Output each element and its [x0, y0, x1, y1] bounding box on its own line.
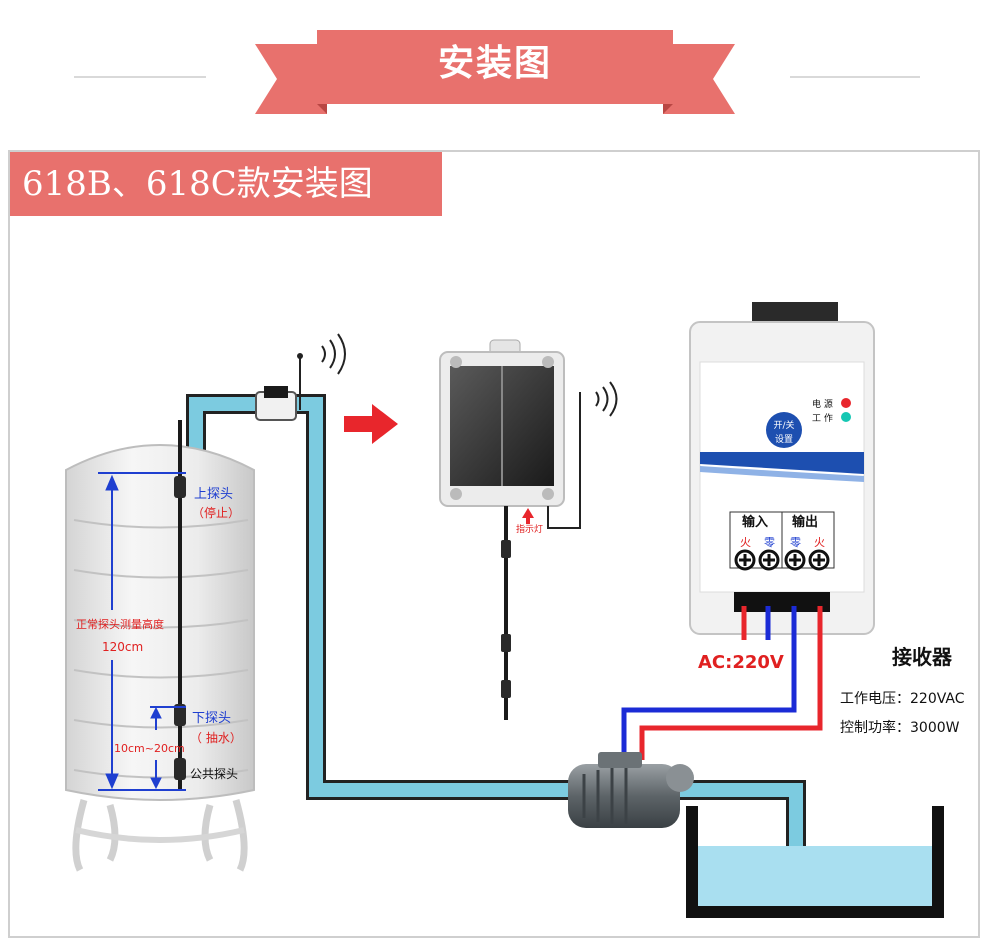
- power-button-line1[interactable]: 开/关: [773, 419, 794, 431]
- header-rule-right: [790, 76, 920, 78]
- header-rule-left: [74, 76, 206, 78]
- ac-voltage-label: AC:220V: [698, 652, 784, 673]
- receiver-title: 接收器: [892, 645, 953, 669]
- terminal-output-fire: 火: [814, 536, 825, 549]
- range-value: 120cm: [102, 640, 143, 654]
- output-label: 输出: [792, 514, 818, 530]
- wireless-signal-icon: [595, 381, 618, 417]
- common-probe-label: 公共探头: [190, 767, 238, 781]
- flow-arrow-icon: [344, 404, 398, 444]
- range-label: 正常探头测量高度: [76, 617, 164, 631]
- probe-cable: [174, 420, 186, 790]
- input-label: 输入: [742, 514, 768, 530]
- work-led-label: 工 作: [812, 412, 833, 424]
- power-button-line2[interactable]: 设置: [775, 434, 793, 445]
- water-pump: [568, 752, 694, 828]
- diagram-frame: [8, 150, 980, 938]
- height-dimension: [98, 472, 186, 791]
- section-label: 618B、618C款安装图: [10, 152, 442, 216]
- upper-probe-label: 上探头: [194, 487, 233, 502]
- page-title: 安装图: [437, 43, 552, 84]
- lower-probe-note: （ 抽水）: [190, 731, 242, 745]
- spec-voltage: 工作电压：220VAC: [840, 691, 965, 707]
- water-pipe: [186, 394, 806, 846]
- power-led-label: 电 源: [812, 398, 833, 410]
- water-pool: [686, 806, 944, 918]
- tank-transmitter: [255, 353, 303, 421]
- wireless-signal-icon: [321, 333, 346, 375]
- receiver-unit: [689, 302, 875, 635]
- lower-range-label: 10cm~20cm: [114, 742, 185, 755]
- terminal-input-zero: 零: [764, 536, 775, 549]
- terminal-output-zero: 零: [790, 536, 801, 549]
- power-wires: [621, 606, 823, 760]
- title-ribbon: [255, 30, 735, 114]
- upper-probe-note: （停止）: [192, 505, 240, 520]
- transmitter-box: [439, 339, 581, 720]
- indicator-label: 指示灯: [516, 523, 543, 535]
- spec-power: 控制功率：3000W: [840, 719, 960, 736]
- terminal-input-fire: 火: [740, 536, 751, 549]
- lower-probe-label: 下探头: [192, 711, 231, 726]
